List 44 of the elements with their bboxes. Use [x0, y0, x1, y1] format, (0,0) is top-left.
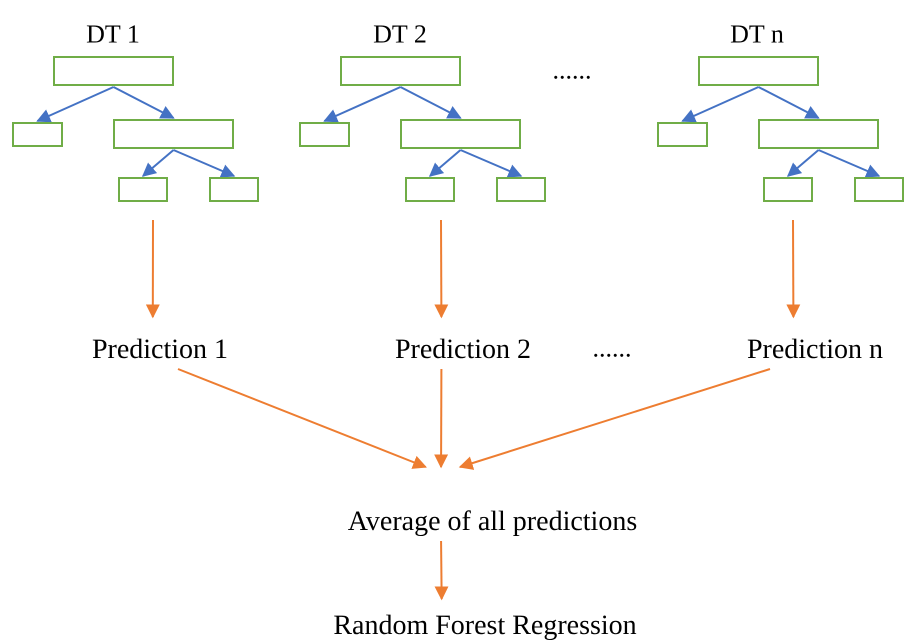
- tree-node-box: [12, 122, 63, 147]
- node-label: Prediction n: [746, 333, 884, 367]
- tree-node-box: [496, 177, 546, 202]
- tree-node-box: [854, 177, 904, 202]
- arrow: [818, 149, 880, 178]
- tree-node-box: [53, 56, 174, 86]
- arrow: [434, 540, 449, 600]
- node-label: Prediction 2: [394, 333, 532, 367]
- arrow: [178, 368, 427, 469]
- arrow: [758, 86, 820, 119]
- tree-node-box: [299, 122, 350, 147]
- tree-node-box: [763, 177, 813, 202]
- arrow: [434, 220, 448, 318]
- tree-node-box: [113, 119, 234, 149]
- tree-node-box: [209, 177, 259, 202]
- arrow: [113, 86, 175, 119]
- arrow: [142, 149, 174, 177]
- tree-node-box: [758, 119, 879, 149]
- tree-label: DT 1: [86, 18, 140, 50]
- arrow: [323, 86, 401, 122]
- arrow: [173, 149, 236, 178]
- node-label: Prediction 1: [92, 333, 228, 367]
- arrow: [460, 149, 522, 178]
- tree-node-box: [657, 122, 708, 147]
- arrow: [146, 220, 160, 318]
- tree-node-box: [405, 177, 455, 202]
- tree-label: ......: [552, 54, 592, 86]
- arrow: [681, 86, 759, 122]
- tree-node-box: [118, 177, 168, 202]
- node-label: Random Forest Regression: [333, 609, 637, 643]
- arrow: [434, 369, 448, 468]
- arrow: [400, 86, 462, 119]
- arrow: [36, 86, 114, 122]
- tree-label: DT 2: [373, 18, 427, 50]
- tree-node-box: [340, 56, 461, 86]
- node-label: Average of all predictions: [348, 505, 638, 539]
- tree-label: ......: [592, 332, 632, 364]
- tree-node-box: [698, 56, 819, 86]
- tree-label: DT n: [730, 18, 784, 50]
- arrow: [786, 220, 800, 318]
- arrow: [786, 149, 820, 177]
- arrow: [428, 149, 462, 177]
- arrow: [458, 368, 770, 470]
- tree-node-box: [400, 119, 521, 149]
